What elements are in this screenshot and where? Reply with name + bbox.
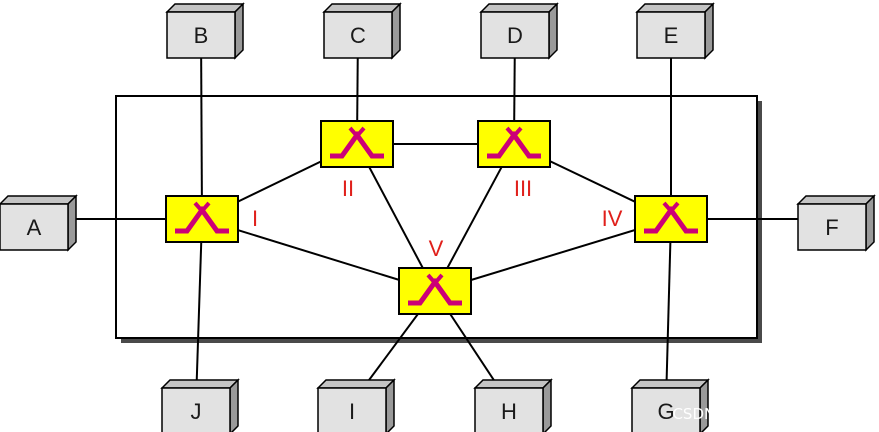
- host-box-side: [385, 378, 395, 432]
- host-box-side: [391, 2, 401, 60]
- host-box-top: [796, 195, 876, 205]
- link-s2-s5: [356, 143, 436, 292]
- link-s4-s5: [434, 218, 672, 292]
- host-box-top: [635, 3, 715, 13]
- switch-box: [477, 120, 551, 168]
- link-s3-s5: [434, 143, 515, 292]
- host-label: G: [657, 399, 674, 424]
- link-s1-s5: [201, 218, 436, 292]
- switch-box: [398, 267, 472, 315]
- switch-label: I: [252, 206, 258, 231]
- switch-routing-icon: [644, 201, 698, 234]
- host-box-top: [322, 3, 402, 13]
- host-label: D: [507, 23, 523, 48]
- switch-label: V: [429, 236, 444, 261]
- switch-box: [320, 120, 394, 168]
- host-box-side: [229, 378, 239, 432]
- host-box-side: [548, 2, 558, 60]
- host-j[interactable]: J: [160, 378, 240, 432]
- host-box-top: [630, 379, 710, 389]
- host-label: J: [191, 399, 202, 424]
- host-label: I: [349, 399, 355, 424]
- host-i[interactable]: I: [316, 378, 396, 432]
- host-box-top: [479, 3, 559, 13]
- switch-routing-icon: [330, 126, 384, 159]
- host-box-front: [161, 387, 231, 432]
- switch-s4[interactable]: [634, 195, 708, 243]
- switch-routing-icon: [487, 126, 541, 159]
- host-box-front: [797, 203, 867, 251]
- switch-s2[interactable]: [320, 120, 394, 168]
- link-g-s4: [665, 218, 672, 404]
- host-label: B: [194, 23, 209, 48]
- host-label: F: [825, 215, 838, 240]
- switch-label: II: [342, 176, 354, 201]
- host-box-front: [323, 11, 393, 59]
- host-box-side: [234, 2, 244, 60]
- host-box-side: [704, 2, 714, 60]
- host-label: A: [27, 215, 42, 240]
- host-box-front: [474, 387, 544, 432]
- switch-routing-icon: [175, 201, 229, 234]
- host-box-front: [317, 387, 387, 432]
- host-box-side: [865, 194, 875, 252]
- host-g[interactable]: G: [630, 378, 710, 432]
- host-box-side: [542, 378, 552, 432]
- host-h[interactable]: H: [473, 378, 553, 432]
- host-box-top: [473, 379, 553, 389]
- host-label: E: [664, 23, 679, 48]
- host-box-side: [67, 194, 77, 252]
- host-box-top: [316, 379, 396, 389]
- host-box-top: [165, 3, 245, 13]
- link-b-s1: [200, 26, 203, 220]
- link-j-s1: [195, 218, 203, 404]
- switch-routing-icon: [408, 273, 462, 306]
- switch-box: [165, 195, 239, 243]
- host-d[interactable]: D: [479, 2, 559, 60]
- host-a[interactable]: A: [0, 194, 78, 252]
- host-box-front: [0, 203, 69, 251]
- host-label: H: [501, 399, 517, 424]
- host-box-front: [166, 11, 236, 59]
- host-box-top: [160, 379, 240, 389]
- switch-box: [634, 195, 708, 243]
- host-c[interactable]: C: [322, 2, 402, 60]
- host-box-top: [0, 195, 78, 205]
- switch-label: IV: [602, 206, 623, 231]
- switch-s1[interactable]: [165, 195, 239, 243]
- host-label: C: [350, 23, 366, 48]
- host-box-front: [636, 11, 706, 59]
- host-box-front: [480, 11, 550, 59]
- host-e[interactable]: E: [635, 2, 715, 60]
- switch-s3[interactable]: [477, 120, 551, 168]
- host-b[interactable]: B: [165, 2, 245, 60]
- watermark-text: CSDN @饶了我吧，放了我吧: [672, 405, 870, 423]
- host-box-front: [631, 387, 701, 432]
- host-f[interactable]: F: [796, 194, 876, 252]
- switch-s5[interactable]: [398, 267, 472, 315]
- switch-label: III: [514, 176, 532, 201]
